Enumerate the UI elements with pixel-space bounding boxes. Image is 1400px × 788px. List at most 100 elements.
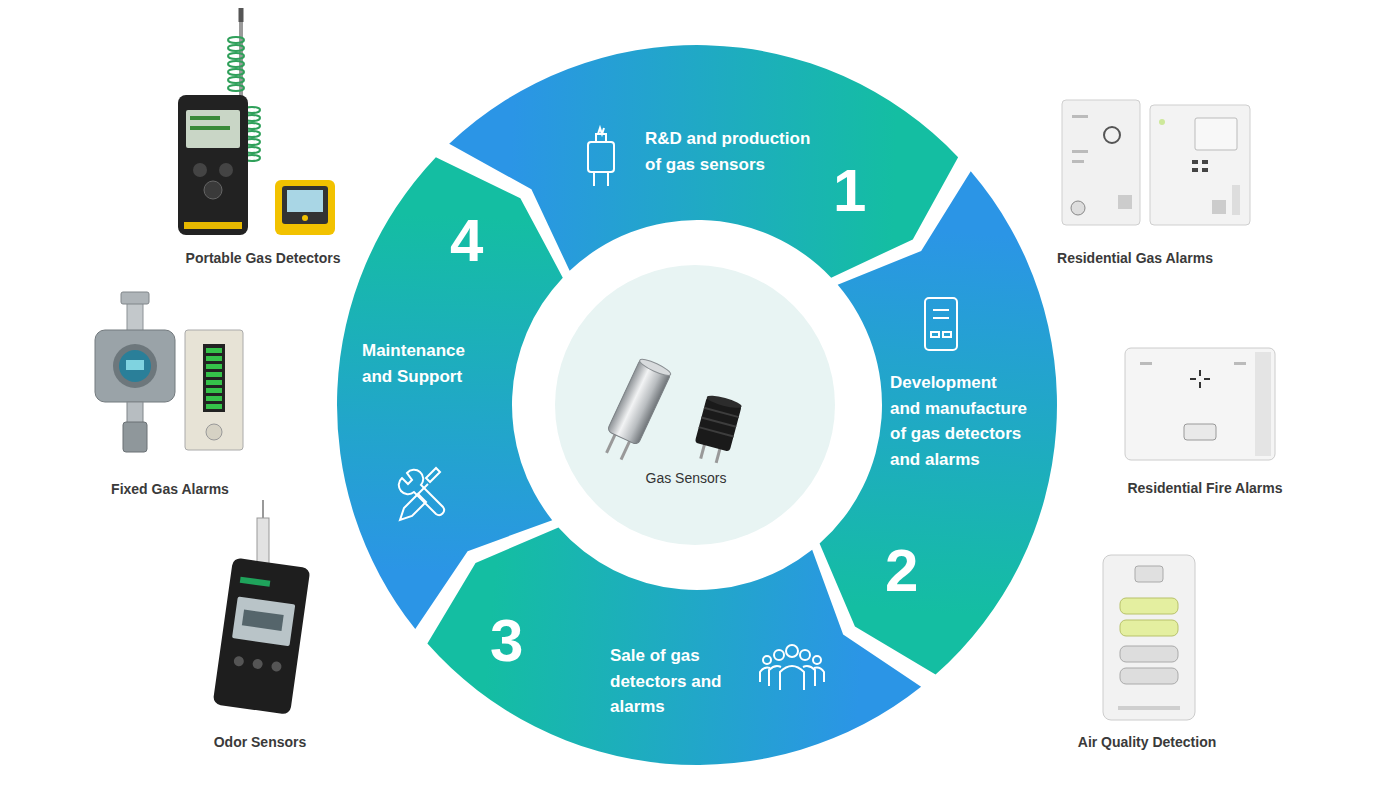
gas-sensor-picture (704, 408, 739, 417)
portable-detector-picture (228, 45, 244, 51)
step-number: 4 (450, 208, 483, 274)
fixed-alarm-picture (203, 344, 225, 412)
fixed-alarm-picture (113, 344, 157, 388)
gas-alarm-picture (1192, 160, 1198, 164)
air-quality-picture (1120, 620, 1178, 636)
portable-detector-picture (287, 190, 323, 212)
gas-alarm-picture (1192, 168, 1198, 172)
portable-detector-picture (219, 163, 233, 177)
fire-alarm-picture (1199, 382, 1201, 388)
segment-outline (820, 171, 1057, 674)
fixed-alarm-picture (185, 330, 243, 450)
step-number: 2 (885, 538, 918, 604)
gas-alarm-picture (1202, 168, 1208, 172)
portable-detector-picture (239, 8, 244, 22)
gas-alarm-picture (1062, 100, 1250, 225)
product-caption: Fixed Gas Alarms (111, 481, 229, 497)
odor-sensor-picture (232, 596, 295, 646)
fire-alarm-picture (1184, 424, 1216, 440)
device-icon (933, 309, 949, 311)
gas-alarm-picture (1072, 160, 1084, 163)
fixed-alarm-picture (123, 422, 147, 452)
fire-alarm-picture (1125, 348, 1275, 460)
odor-sensor-picture (242, 609, 284, 630)
center-label: Gas Sensors (636, 470, 736, 487)
fixed-alarm-picture (121, 292, 149, 304)
odor-sensor-picture (252, 658, 263, 669)
gas-alarm-picture (1062, 100, 1140, 225)
step-label: Development and manufacture of gas detec… (890, 370, 1028, 472)
fixed-alarm-picture (206, 396, 222, 401)
product-caption: Residential Fire Alarms (1127, 480, 1282, 496)
fire-alarm-picture (1190, 378, 1196, 380)
step-label: R&D and production of gas sensors (645, 126, 825, 177)
portable-detector-picture (186, 110, 240, 148)
portable-detector-picture (302, 215, 308, 221)
fixed-alarm-picture (126, 360, 144, 370)
portable-detector-picture (178, 8, 335, 235)
odor-sensor-picture (213, 500, 311, 715)
gas-alarm-picture (1072, 150, 1088, 153)
odor-sensor-picture (213, 557, 311, 714)
air-quality-picture (1135, 566, 1163, 582)
fire-alarm-picture (1140, 362, 1152, 365)
center-circle: Gas Sensors (555, 265, 835, 545)
air-quality-picture (1103, 555, 1195, 720)
fixed-alarm-picture (206, 348, 222, 353)
fire-alarm-picture (1125, 348, 1275, 460)
odor-sensor-picture (271, 661, 282, 672)
fixed-alarm-picture (95, 330, 175, 402)
portable-detector-picture (228, 37, 244, 43)
portable-detector-picture (228, 69, 244, 75)
fire-alarm-picture (1255, 352, 1271, 456)
fixed-alarm-picture (127, 402, 143, 424)
portable-detector-picture (193, 163, 207, 177)
odor-sensor-picture (262, 500, 264, 520)
gas-alarm-picture (1202, 160, 1208, 164)
gas-alarm-picture (1104, 127, 1120, 143)
step-label: Maintenance and Support (362, 338, 474, 389)
product-caption: Odor Sensors (214, 734, 307, 750)
portable-detector-picture (275, 180, 335, 235)
segment-shape (817, 169, 1059, 677)
fire-alarm-picture (1234, 362, 1246, 365)
fixed-alarm-picture (119, 350, 151, 382)
step-number: 1 (833, 158, 866, 224)
fixed-alarm-picture (206, 372, 222, 377)
fixed-alarm-picture (206, 424, 222, 440)
fixed-alarm-picture (206, 388, 222, 393)
segment-outline (427, 528, 921, 765)
portable-detector-picture (178, 95, 248, 235)
air-quality-picture (1120, 646, 1178, 662)
gas-sensor-picture (701, 417, 736, 426)
odor-sensor-picture (233, 656, 244, 667)
gas-alarm-picture (1072, 115, 1088, 118)
gas-sensor-picture (699, 427, 734, 436)
gas-alarm-picture (1232, 185, 1240, 215)
step-label: Sale of gas detectors and alarms (610, 643, 745, 720)
sensor-icon (607, 172, 609, 186)
portable-detector-picture (184, 222, 242, 229)
fixed-alarm-picture (127, 300, 143, 332)
air-quality-picture (1103, 555, 1195, 720)
gas-alarm-picture (1159, 119, 1165, 125)
portable-detector-picture (228, 61, 244, 67)
product-caption: Air Quality Detection (1078, 734, 1216, 750)
odor-sensor-picture (213, 557, 311, 714)
segment-outline (337, 157, 563, 629)
device-icon (933, 317, 949, 319)
air-quality-picture (1120, 668, 1178, 684)
fixed-alarm-picture (206, 364, 222, 369)
gas-alarm-picture (1150, 105, 1250, 225)
ring-segment: Maintenance and Support 4 (335, 155, 565, 632)
gas-alarm-picture (1071, 201, 1085, 215)
fixed-alarm-picture (206, 356, 222, 361)
gas-alarm-picture (1118, 195, 1132, 209)
portable-detector-picture (228, 85, 244, 91)
air-quality-picture (1120, 598, 1178, 614)
sensor-icon (598, 128, 604, 134)
fixed-alarm-picture (95, 292, 243, 452)
gas-alarm-picture (1195, 118, 1237, 150)
air-quality-picture (1118, 706, 1180, 710)
